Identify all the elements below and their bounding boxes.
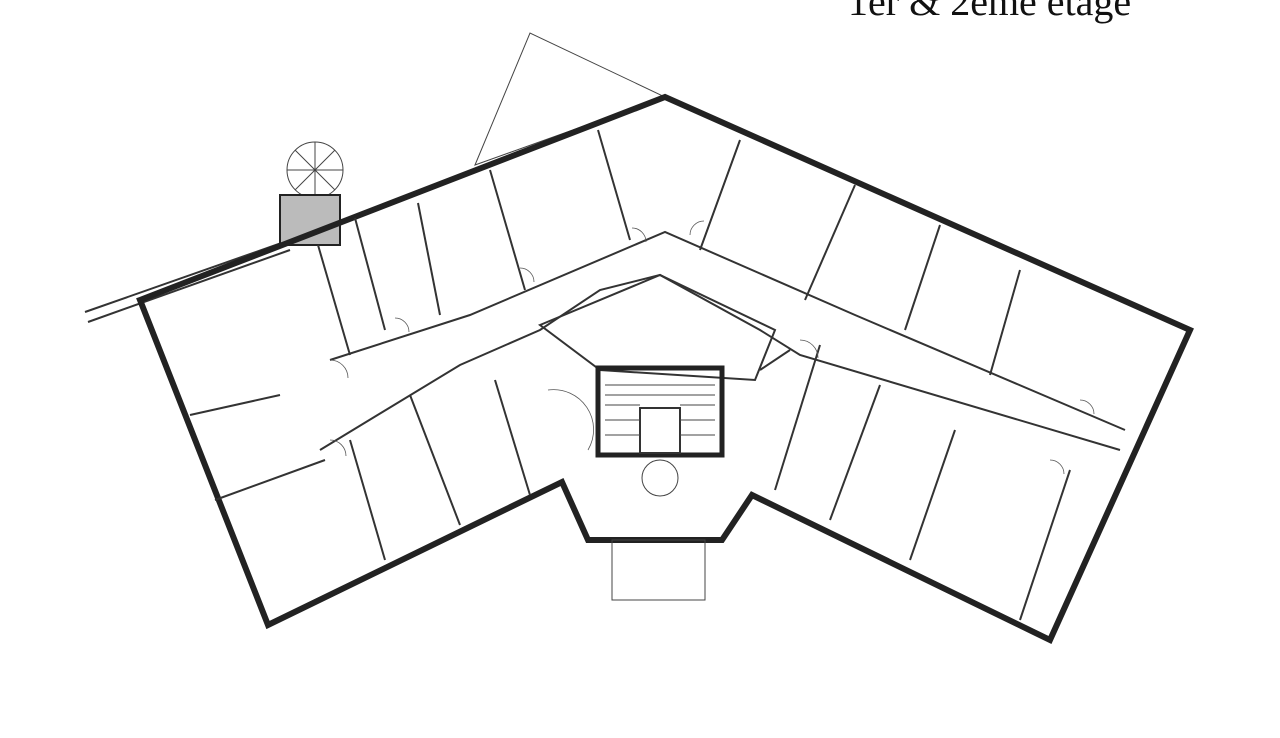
door-swings bbox=[329, 220, 1095, 475]
spiral-landing bbox=[279, 194, 341, 246]
balcony bbox=[474, 32, 667, 166]
floor-label: 1er & 2ème étage bbox=[848, 0, 1132, 24]
stair-treads bbox=[605, 384, 715, 436]
sanitary-core bbox=[538, 273, 777, 382]
corridor-wall-north bbox=[329, 230, 1126, 431]
elevator bbox=[639, 407, 681, 454]
spiral-steps bbox=[287, 142, 343, 198]
hall-circle bbox=[641, 459, 679, 497]
stair-core bbox=[595, 365, 725, 458]
exterior-wall bbox=[136, 93, 1194, 645]
entrance-canopy bbox=[611, 539, 706, 601]
corridor-wall-south bbox=[319, 273, 1121, 451]
walkway-edge bbox=[87, 249, 291, 323]
partitions bbox=[189, 129, 1071, 621]
